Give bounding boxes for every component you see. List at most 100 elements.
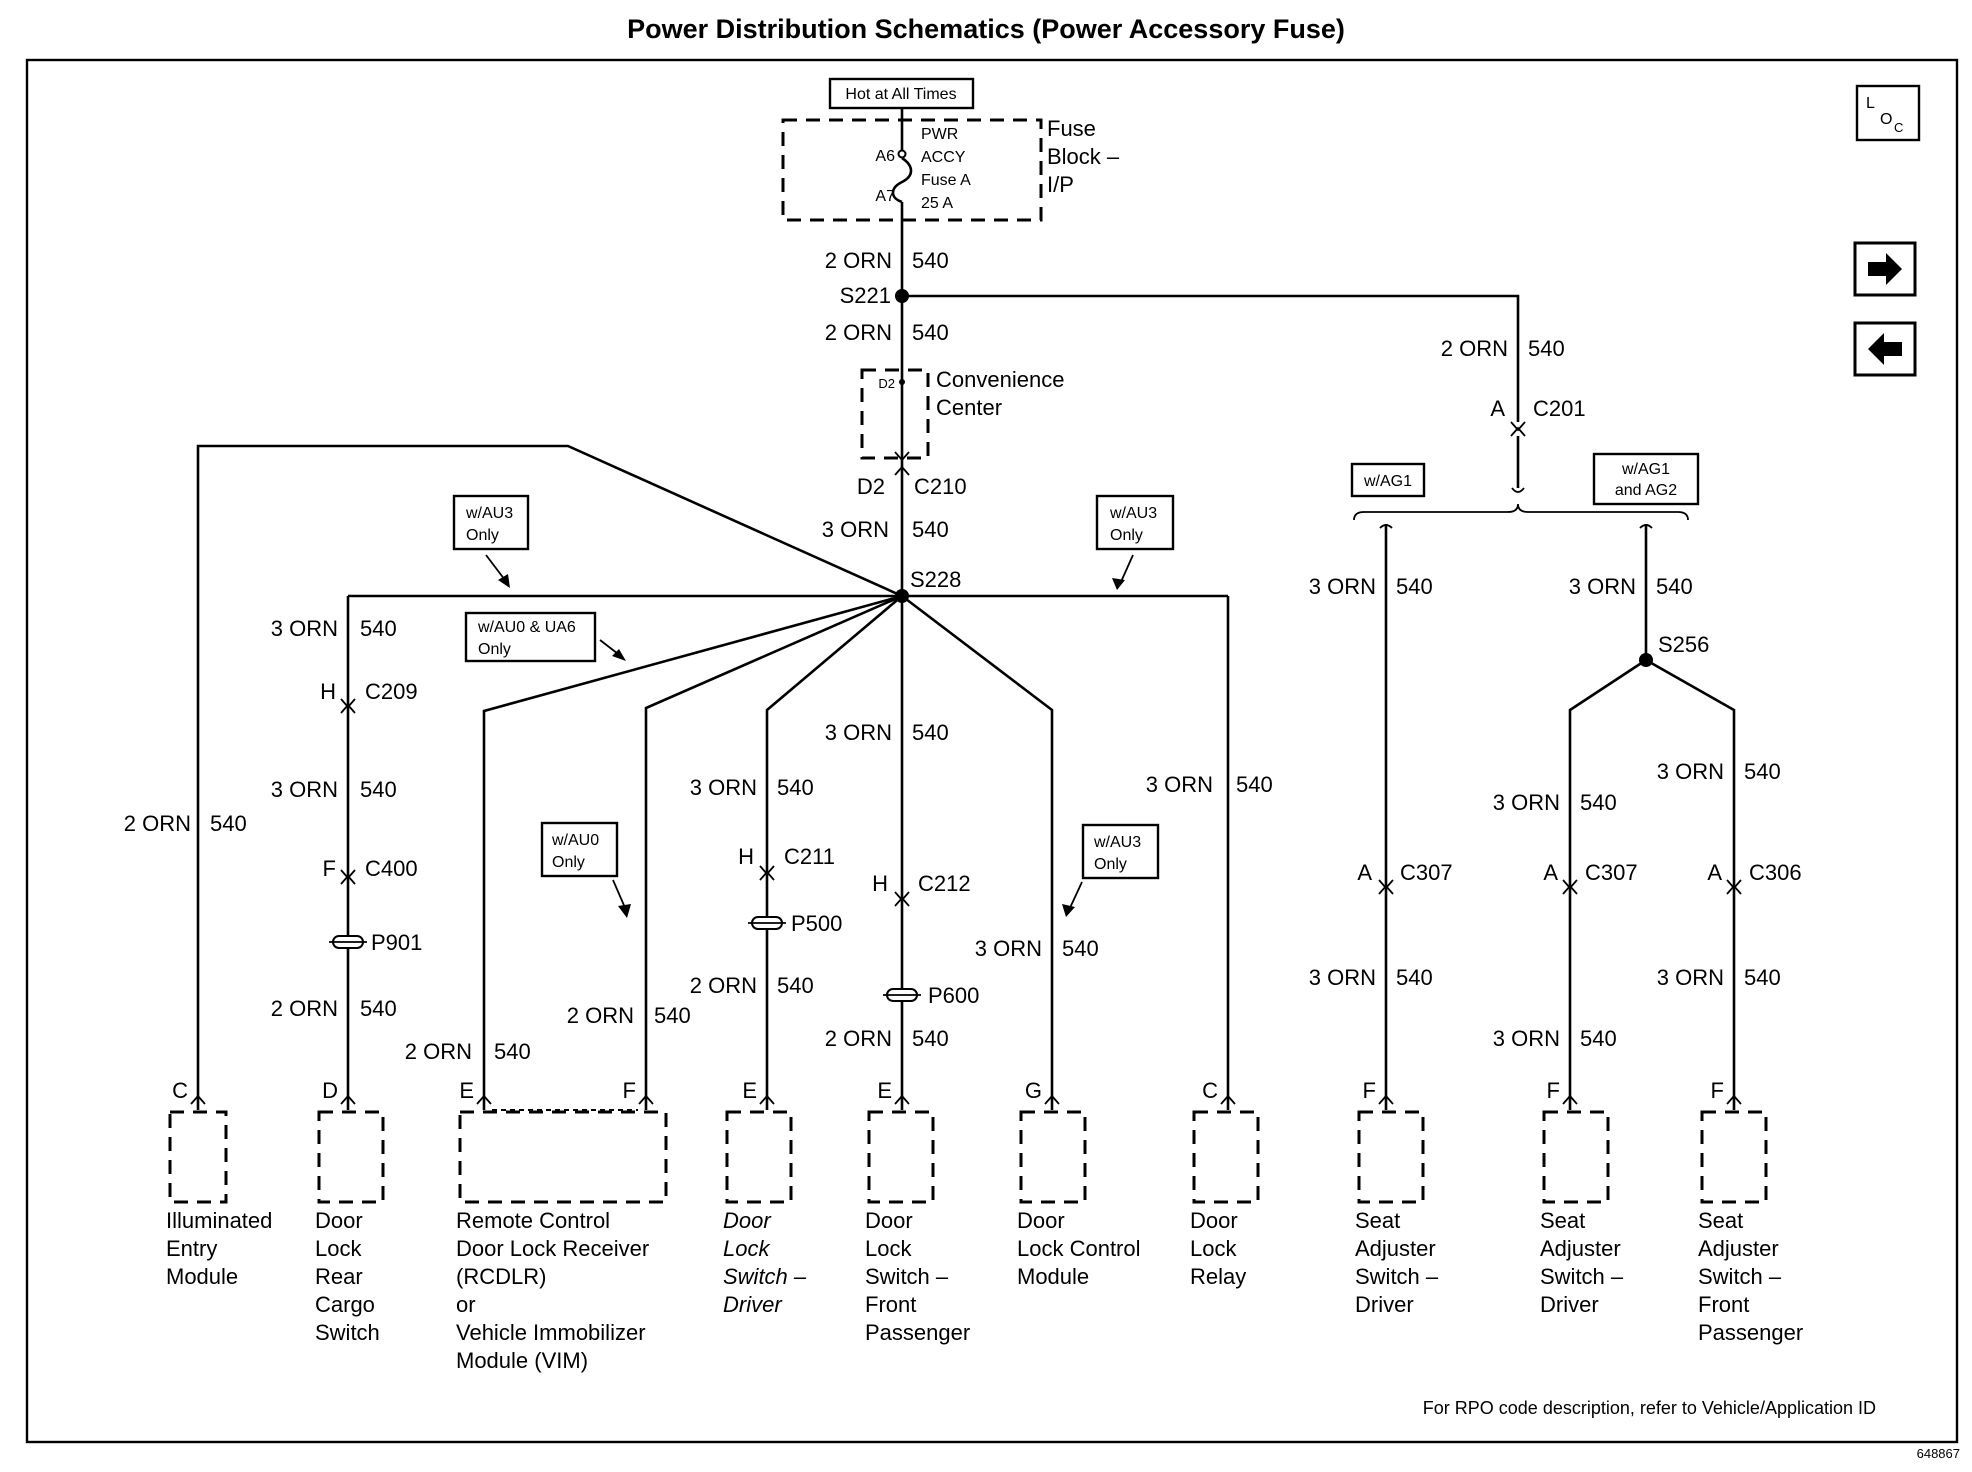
wire-label-fuse-to-s221: 2 ORN 540	[825, 248, 949, 273]
splice-s228: S228	[895, 567, 961, 603]
svg-text:Hot at All Times: Hot at All Times	[845, 86, 956, 103]
svg-text:Only: Only	[478, 641, 511, 658]
svg-text:C210: C210	[914, 474, 967, 499]
component-pin-label: F	[1363, 1078, 1376, 1103]
option-tag-au0: w/AU0 Only	[540, 821, 631, 918]
svg-text:2 ORN: 2 ORN	[825, 248, 892, 273]
svg-text:ACCY: ACCY	[921, 149, 966, 166]
splice-pack-p901: P901	[329, 930, 422, 955]
svg-text:C306: C306	[1749, 860, 1802, 885]
splice-pack-p600: P600	[883, 983, 979, 1008]
svg-text:3 ORN: 3 ORN	[1493, 1026, 1560, 1051]
svg-text:540: 540	[1396, 574, 1433, 599]
svg-text:540: 540	[1062, 936, 1099, 961]
svg-text:3 ORN: 3 ORN	[1309, 965, 1376, 990]
hot-at-all-times-label: Hot at All Times	[828, 77, 975, 110]
svg-text:540: 540	[912, 320, 949, 345]
branch-seat-adjuster-feed: 2 ORN 540 A C201	[902, 294, 1586, 493]
branch-door-lock-relay: 3 ORN 540	[1146, 596, 1273, 1096]
svg-text:Fuse A: Fuse A	[921, 172, 971, 189]
component-pin-label: D	[322, 1078, 338, 1103]
branch-rcdlr-pin-e: 2 ORN 540	[405, 594, 903, 1096]
branch-rear-cargo-switch: 3 ORN 540 H C209 3 ORN 540 F C400	[271, 596, 418, 1096]
svg-text:2 ORN: 2 ORN	[271, 996, 338, 1021]
component-pin-label: G	[1025, 1078, 1042, 1103]
svg-text:w/AG1: w/AG1	[1621, 461, 1670, 478]
option-tag-au0-ua6: w/AU0 & UA6 Only	[464, 611, 626, 663]
svg-text:3 ORN: 3 ORN	[1569, 574, 1636, 599]
svg-text:P901: P901	[371, 930, 422, 955]
previous-page-arrow-icon[interactable]	[1853, 321, 1917, 377]
option-tag-au3-lower: w/AU3 Only	[1062, 823, 1160, 917]
svg-text:540: 540	[494, 1039, 531, 1064]
next-page-arrow-icon[interactable]	[1853, 241, 1917, 297]
svg-text:540: 540	[777, 973, 814, 998]
component-pin-label: E	[459, 1078, 474, 1103]
svg-text:F: F	[323, 856, 336, 881]
svg-text:540: 540	[360, 777, 397, 802]
svg-text:S256: S256	[1658, 632, 1709, 657]
svg-text:3 ORN: 3 ORN	[1657, 759, 1724, 784]
svg-text:3 ORN: 3 ORN	[822, 517, 889, 542]
svg-text:2 ORN: 2 ORN	[124, 811, 191, 836]
svg-text:540: 540	[912, 517, 949, 542]
svg-text:3 ORN: 3 ORN	[271, 616, 338, 641]
figure-number: 648867	[1917, 1446, 1960, 1461]
svg-text:C: C	[1894, 120, 1903, 135]
svg-text:S228: S228	[910, 567, 961, 592]
component-pin-label: F	[1711, 1078, 1724, 1103]
option-bracket	[1353, 503, 1689, 521]
branch-seat-driver-ag1: 3 ORN 540 A C307 3 ORN 540	[1309, 524, 1453, 1096]
wire-label-p500-to-driver-switch: 2 ORN 540	[690, 973, 814, 998]
svg-text:H: H	[738, 844, 754, 869]
wire-label-p600-to-passenger-switch: 2 ORN 540	[825, 1026, 949, 1051]
svg-text:2 ORN: 2 ORN	[405, 1039, 472, 1064]
svg-text:Only: Only	[552, 854, 585, 871]
fuse-block-label: Fuse Block – I/P	[1047, 116, 1120, 197]
svg-text:540: 540	[1744, 759, 1781, 784]
fuse-block-outline	[781, 118, 1043, 222]
option-tag-ag1: w/AG1	[1350, 462, 1426, 498]
convenience-center: D2 Convenience Center	[860, 367, 1064, 462]
svg-text:540: 540	[210, 811, 247, 836]
connector-c210: D2 C210	[857, 465, 967, 499]
svg-text:and AG2: and AG2	[1615, 482, 1677, 499]
svg-text:540: 540	[1656, 574, 1693, 599]
svg-text:A: A	[1490, 396, 1505, 421]
svg-text:Only: Only	[466, 527, 499, 544]
svg-text:540: 540	[1580, 1026, 1617, 1051]
loc-icon[interactable]: L O C	[1855, 84, 1921, 142]
svg-text:w/AU3: w/AU3	[465, 505, 513, 522]
splice-s221: S221	[840, 283, 909, 308]
svg-text:Fuse: Fuse	[1047, 116, 1096, 141]
svg-text:2 ORN: 2 ORN	[825, 1026, 892, 1051]
svg-text:A6: A6	[875, 148, 895, 165]
svg-text:PWR: PWR	[921, 126, 958, 143]
svg-text:A7: A7	[875, 188, 895, 205]
branch-rcdlr-pin-f: 2 ORN 540	[567, 594, 903, 1096]
svg-text:Block –: Block –	[1047, 144, 1120, 169]
component-pin-label: C	[1202, 1078, 1218, 1103]
svg-text:Only: Only	[1110, 527, 1143, 544]
svg-text:A: A	[1543, 860, 1558, 885]
svg-text:A: A	[1357, 860, 1372, 885]
svg-text:540: 540	[912, 248, 949, 273]
svg-text:540: 540	[912, 720, 949, 745]
svg-text:w/AU3: w/AU3	[1109, 505, 1157, 522]
branch-illuminated-entry: 2 ORN 540	[124, 444, 903, 1096]
svg-text:Convenience: Convenience	[936, 367, 1064, 392]
